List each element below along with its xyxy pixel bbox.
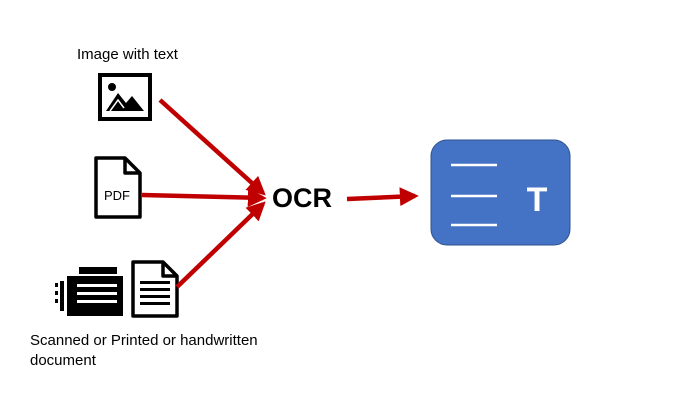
- output-letter: T: [527, 181, 548, 219]
- arrow-scanned-to-ocr: [175, 201, 266, 289]
- pdf-label: PDF: [104, 188, 130, 203]
- pdf-document-icon: [94, 156, 142, 219]
- arrow-image-to-ocr: [158, 98, 266, 196]
- image-with-text-label: Image with text: [77, 46, 178, 63]
- printer-icon: [55, 267, 123, 316]
- arrow-pdf-to-ocr: [141, 188, 267, 208]
- ocr-label: OCR: [272, 183, 332, 213]
- text-document-icon: T: [430, 139, 571, 246]
- scanned-document-label: Scanned or Printed or handwritten docume…: [30, 332, 258, 369]
- image-icon: [98, 73, 152, 121]
- document-icon: [131, 260, 179, 318]
- arrow-ocr-to-output: [346, 187, 419, 207]
